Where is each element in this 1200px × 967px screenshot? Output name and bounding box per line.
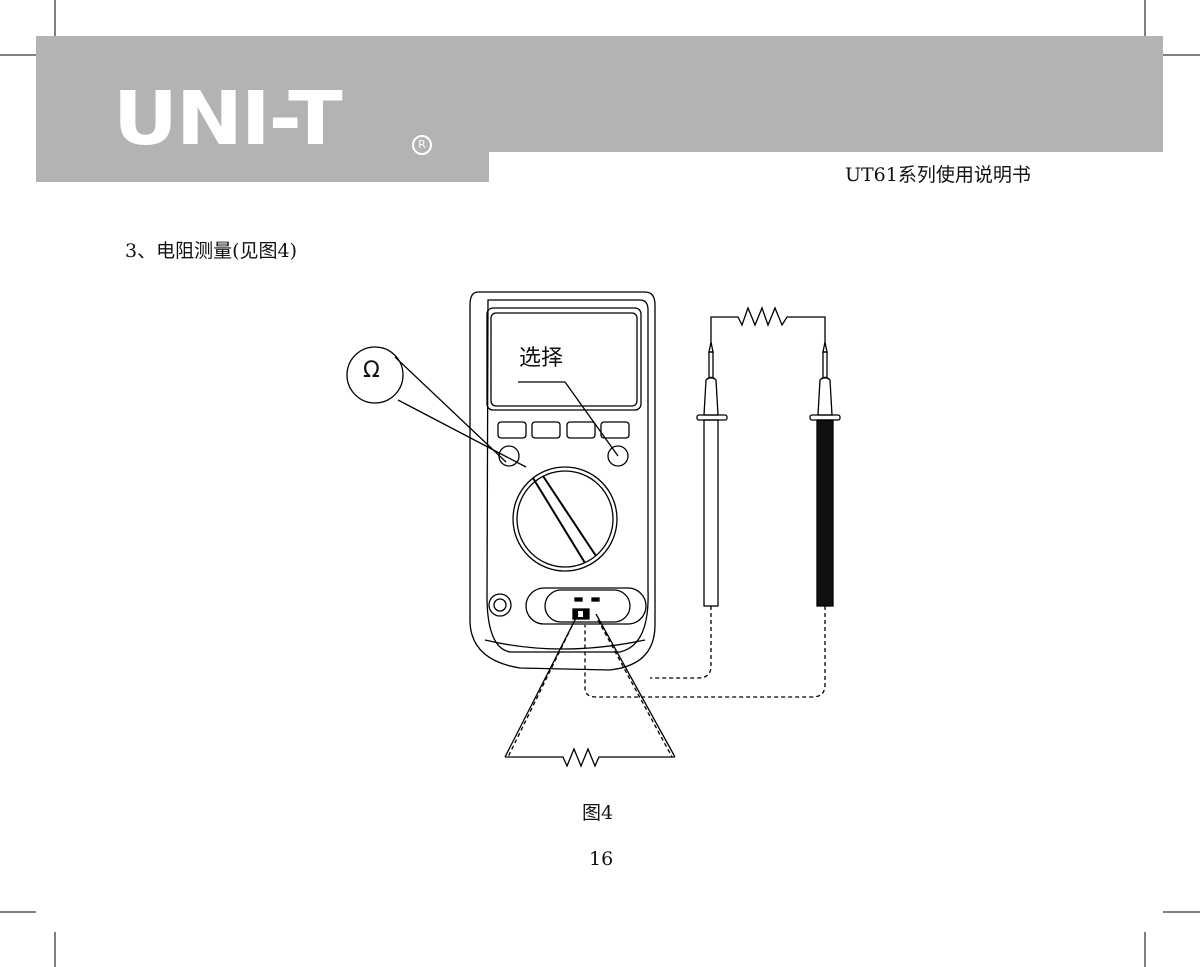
black-probe <box>809 341 841 607</box>
function-button <box>531 421 561 439</box>
lcd-screen <box>490 312 638 407</box>
ohm-symbol: Ω <box>363 358 380 383</box>
function-button <box>497 421 527 439</box>
lcd-select-label: 选择 <box>519 346 564 371</box>
header-band <box>36 36 1163 152</box>
function-button <box>566 421 596 439</box>
input-socket <box>525 587 647 625</box>
registered-mark: R <box>412 135 432 155</box>
left-button <box>498 445 520 467</box>
meter-outer-body <box>469 291 656 671</box>
resistor-bottom <box>505 747 675 768</box>
rotary-dial <box>512 466 618 572</box>
function-button <box>600 421 630 439</box>
document-title: UT61系列使用说明书 <box>845 164 1031 186</box>
page-number: 16 <box>589 848 614 870</box>
brand-logo: UNI-T <box>113 75 343 162</box>
callout-bubble <box>346 346 404 404</box>
red-probe <box>696 341 728 607</box>
header-band-tab <box>36 150 489 182</box>
meter-inner-body <box>486 299 649 653</box>
com-jack <box>488 593 512 617</box>
test-lead <box>650 606 712 679</box>
section-heading: 3、电阻测量(见图4) <box>125 240 298 262</box>
select-button <box>607 445 629 467</box>
figure-caption: 图4 <box>582 802 614 824</box>
resistor-top <box>710 306 826 342</box>
